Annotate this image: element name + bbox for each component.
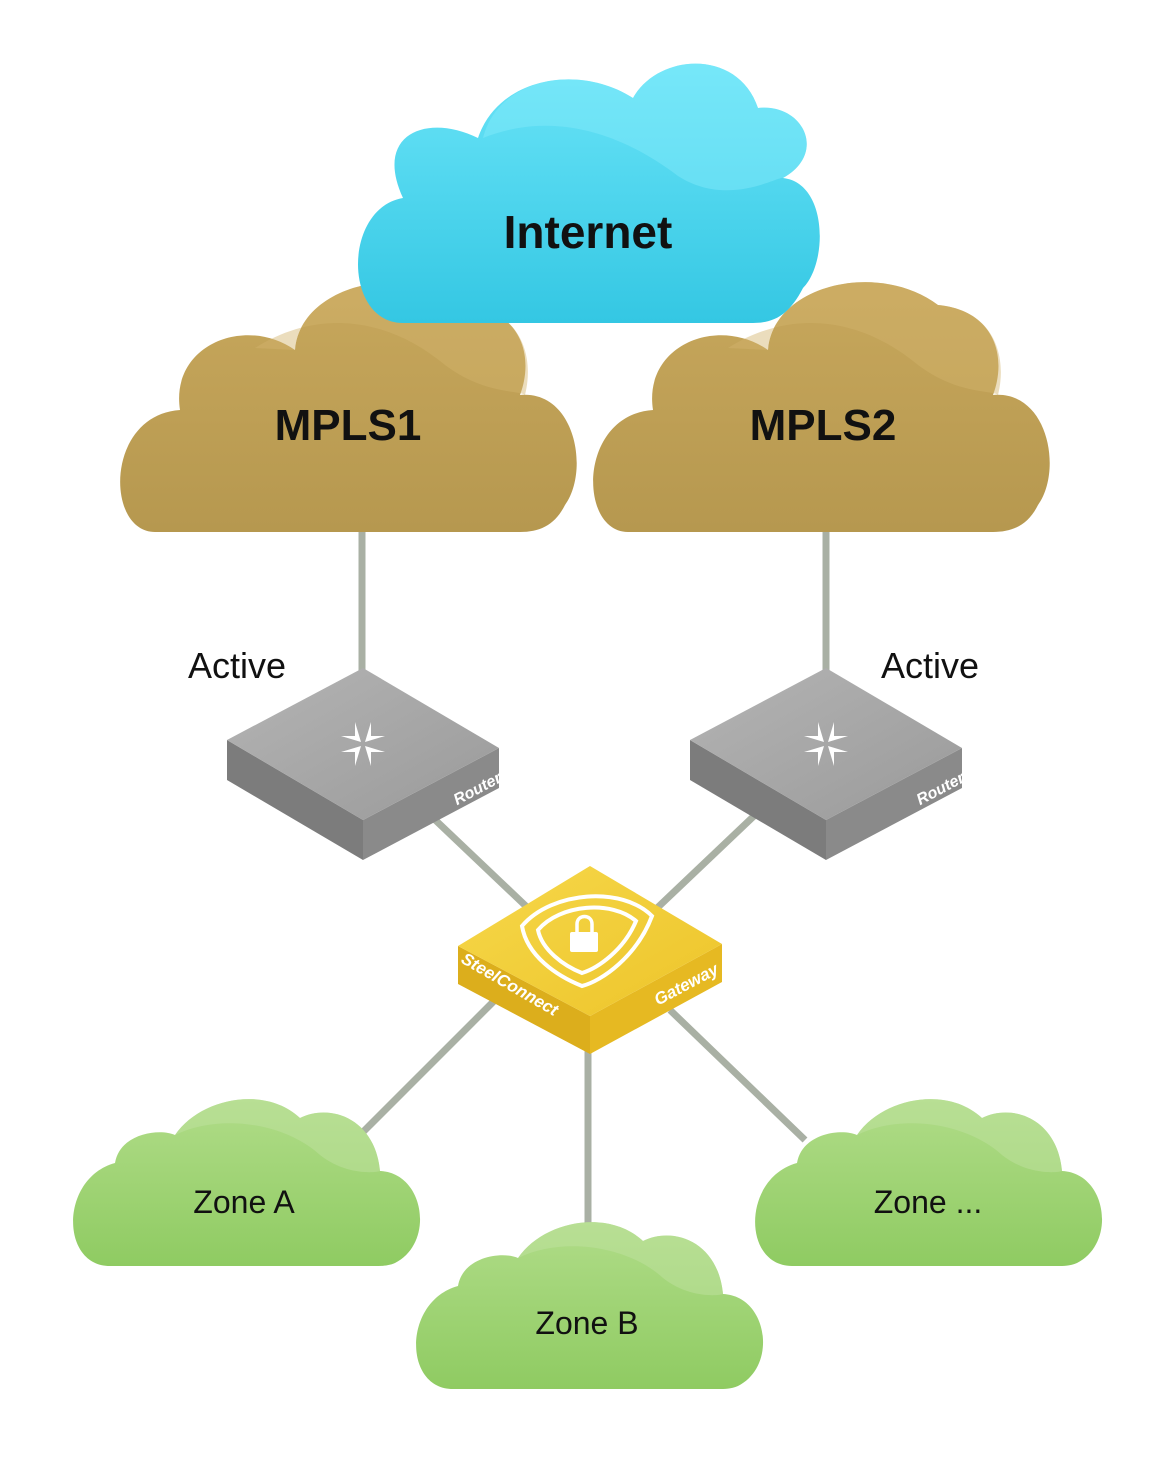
mpls1-cloud: MPLS1 bbox=[120, 282, 577, 532]
link-router-right-gateway bbox=[652, 812, 758, 913]
links bbox=[357, 520, 830, 1225]
router-right: Router bbox=[690, 668, 968, 860]
mpls1-label: MPLS1 bbox=[275, 401, 422, 450]
mpls2-cloud: MPLS2 bbox=[593, 282, 1050, 532]
link-gateway-zone-a bbox=[357, 992, 503, 1138]
internet-label: Internet bbox=[504, 206, 673, 258]
zone-a-label: Zone A bbox=[193, 1184, 295, 1220]
mpls2-label: MPLS2 bbox=[750, 401, 897, 450]
link-gateway-zone-more bbox=[667, 1007, 808, 1143]
router-left-state-label: Active bbox=[188, 645, 286, 686]
internet-cloud: Internet bbox=[358, 63, 820, 324]
zone-a-cloud: Zone A bbox=[73, 1099, 421, 1266]
link-router-left-gateway bbox=[427, 812, 533, 913]
router-right-arrows-icon bbox=[776, 706, 876, 782]
shield-lock-icon bbox=[519, 894, 655, 989]
router-left-arrows-icon bbox=[313, 706, 413, 782]
gateway-device: SteelConnect Gateway bbox=[458, 866, 723, 1054]
router-right-state-label: Active bbox=[881, 645, 979, 686]
zone-more-cloud: Zone ... bbox=[755, 1099, 1103, 1266]
router-left: Router bbox=[227, 668, 505, 860]
zone-b-cloud: Zone B bbox=[416, 1222, 764, 1389]
zone-more-label: Zone ... bbox=[874, 1184, 983, 1220]
zone-b-label: Zone B bbox=[535, 1305, 638, 1341]
